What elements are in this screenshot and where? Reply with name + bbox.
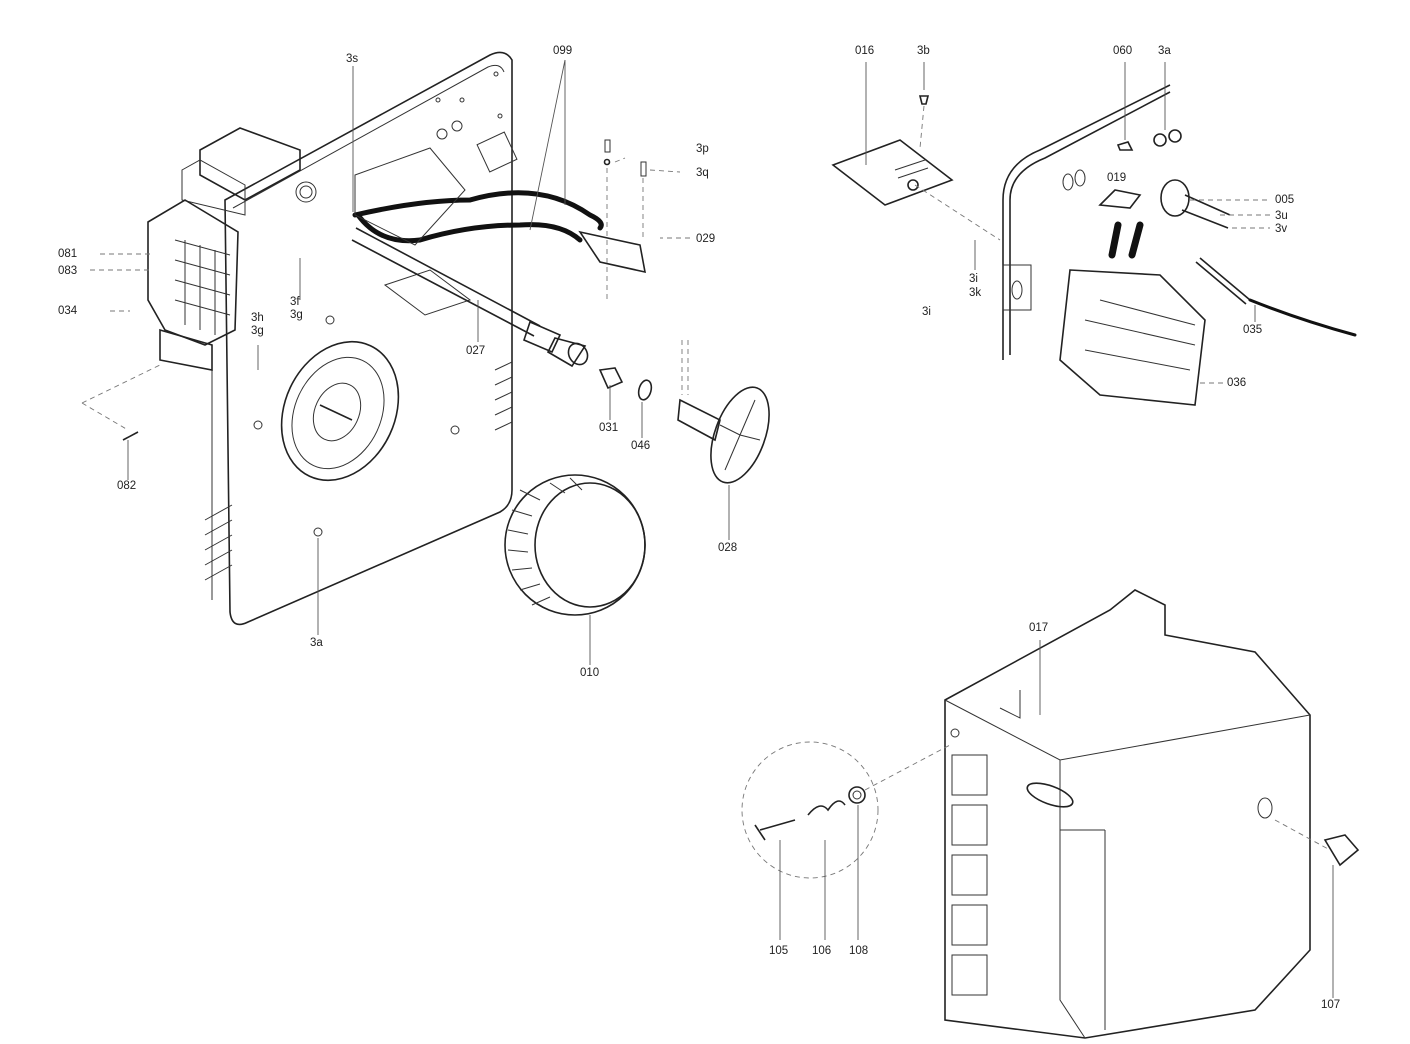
label-036: 036 (1227, 377, 1247, 389)
label-105: 105 (769, 945, 789, 957)
label-3g: 3g (290, 309, 303, 321)
label-031: 031 (599, 422, 619, 434)
ignition-cable-lower (355, 212, 583, 244)
label-019: 019 (1107, 172, 1127, 184)
label-010: 010 (580, 667, 600, 679)
label-3k: 3k (969, 287, 982, 299)
main-plate (204, 51, 518, 626)
label-029: 029 (696, 233, 716, 245)
label-3u: 3u (1275, 210, 1288, 222)
label-3a-top: 3a (1158, 45, 1171, 57)
terminal-block (147, 199, 239, 371)
label-028: 028 (718, 542, 738, 554)
label-107: 107 (1321, 999, 1341, 1011)
label-3v: 3v (1275, 223, 1288, 235)
label-035: 035 (1243, 324, 1263, 336)
label-3q: 3q (696, 167, 709, 179)
label-3f: 3f (290, 296, 300, 308)
label-108: 108 (849, 945, 869, 957)
label-3a-lower: 3a (310, 637, 323, 649)
label-017: 017 (1029, 622, 1049, 634)
label-106: 106 (812, 945, 832, 957)
label-3h: 3h (251, 312, 264, 324)
label-3b: 3b (917, 45, 930, 57)
label-3p: 3p (696, 143, 709, 155)
label-046: 046 (631, 440, 651, 452)
label-081: 081 (58, 248, 78, 260)
fan-wheel (504, 474, 646, 616)
label-005: 005 (1275, 194, 1295, 206)
label-034: 034 (58, 305, 78, 317)
label-027: 027 (466, 345, 486, 357)
label-016: 016 (855, 45, 875, 57)
label-083: 083 (58, 265, 78, 277)
ignition-cable-upper (352, 190, 604, 231)
label-3i-b: 3i (922, 306, 931, 318)
label-3g-b: 3g (251, 325, 264, 337)
transformer (181, 127, 301, 216)
label-3s: 3s (346, 53, 359, 65)
label-099: 099 (553, 45, 573, 57)
label-3i: 3i (969, 273, 978, 285)
burner-cover (944, 589, 1311, 1039)
label-060: 060 (1113, 45, 1133, 57)
label-082: 082 (117, 480, 137, 492)
